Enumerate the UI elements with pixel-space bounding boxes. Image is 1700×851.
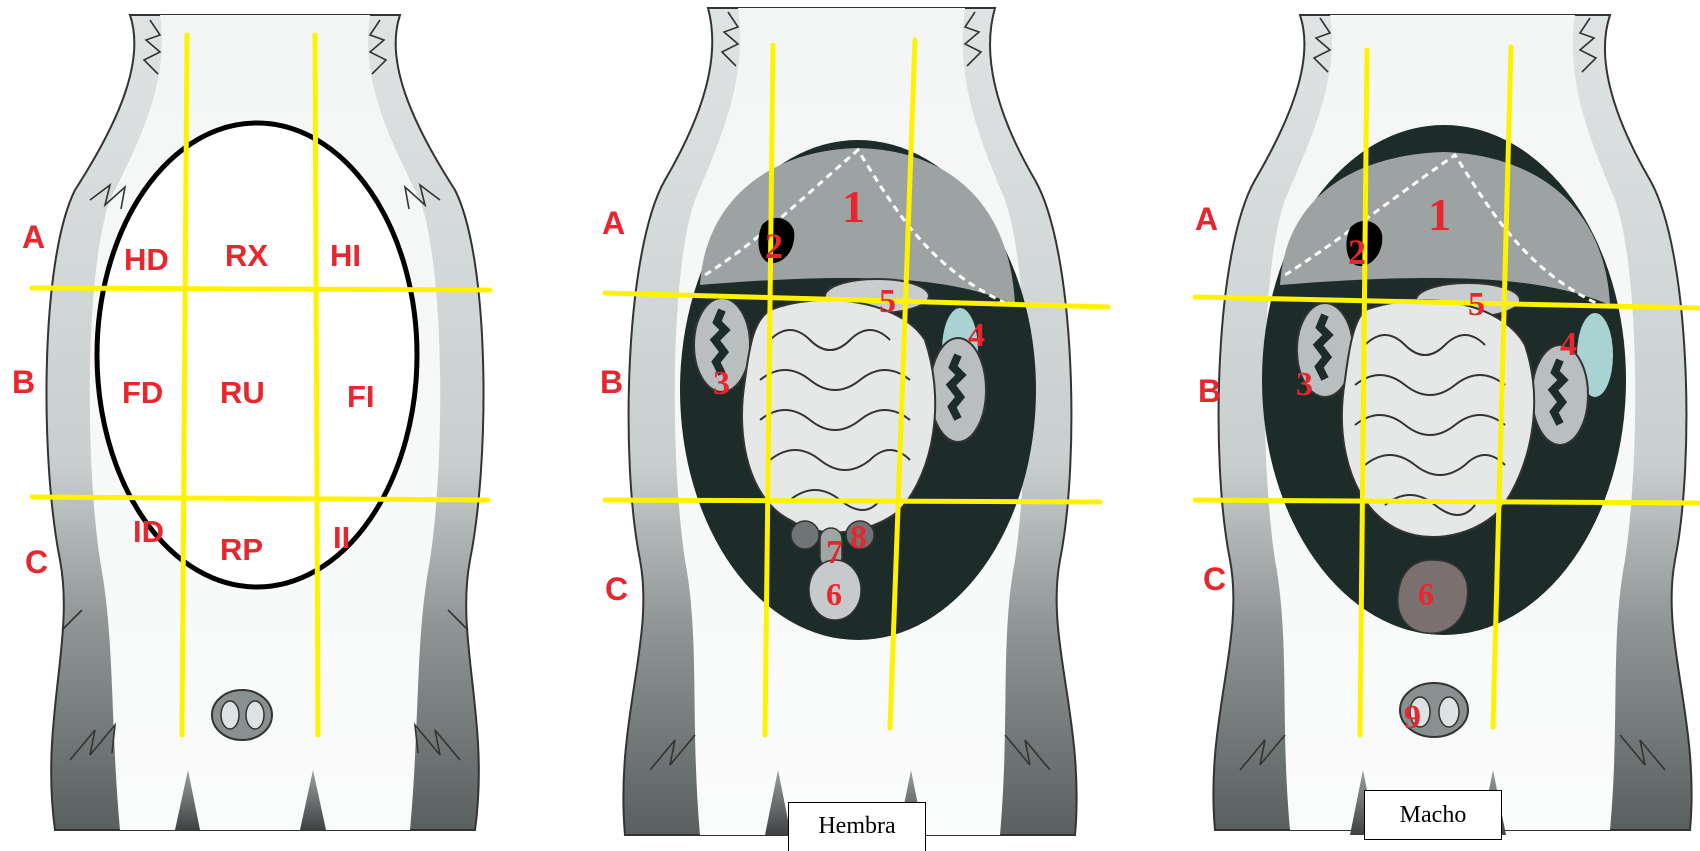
organ-label-2: 2 xyxy=(1348,232,1366,272)
organ-label-4: 4 xyxy=(1560,326,1577,363)
organ-label-5: 5 xyxy=(1468,286,1485,323)
regions-panel: A B C HD RX HI FD RU FI ID RP II xyxy=(12,15,490,830)
region-ii: II xyxy=(333,520,350,555)
organ-label-8: 8 xyxy=(850,519,867,556)
organ-label-1: 1 xyxy=(1428,189,1451,240)
region-hi: HI xyxy=(330,238,361,273)
caption-female: Hembra xyxy=(788,802,926,851)
row-labels: A B C xyxy=(600,205,628,607)
organ-8-shape xyxy=(791,521,819,549)
caption-male: Macho xyxy=(1364,790,1502,840)
organ-label-6: 6 xyxy=(1418,576,1434,612)
row-label-a: A xyxy=(1195,201,1218,237)
region-hd: HD xyxy=(124,242,169,277)
female-panel: A B C 1 2 3 4 5 6 7 8 xyxy=(600,8,1108,835)
row-label-b: B xyxy=(12,364,35,400)
row-label-c: C xyxy=(25,544,48,580)
row-labels: A B C xyxy=(12,219,48,580)
organ-label-5: 5 xyxy=(879,283,896,320)
organ-label-7: 7 xyxy=(826,534,843,571)
organ-label-4: 4 xyxy=(968,317,985,354)
row-label-a: A xyxy=(602,205,625,241)
row-label-a: A xyxy=(22,219,45,255)
region-rx: RX xyxy=(225,238,268,273)
row-label-c: C xyxy=(1203,561,1226,597)
region-ru: RU xyxy=(220,375,265,410)
male-panel: A B C 1 2 3 4 5 6 9 xyxy=(1195,15,1698,835)
organ-label-2: 2 xyxy=(765,226,783,266)
anus-icon xyxy=(212,690,272,740)
organ-label-6: 6 xyxy=(826,576,842,612)
organ-label-1: 1 xyxy=(842,181,865,232)
row-label-c: C xyxy=(605,571,628,607)
region-id: ID xyxy=(133,514,164,549)
organ-label-3: 3 xyxy=(1296,366,1313,403)
row-label-b: B xyxy=(600,364,623,400)
organ-label-9: 9 xyxy=(1404,699,1421,736)
region-fd: FD xyxy=(122,375,163,410)
region-rp: RP xyxy=(220,532,263,567)
region-fi: FI xyxy=(347,379,375,414)
organ-label-3: 3 xyxy=(713,365,730,402)
row-label-b: B xyxy=(1198,373,1221,409)
